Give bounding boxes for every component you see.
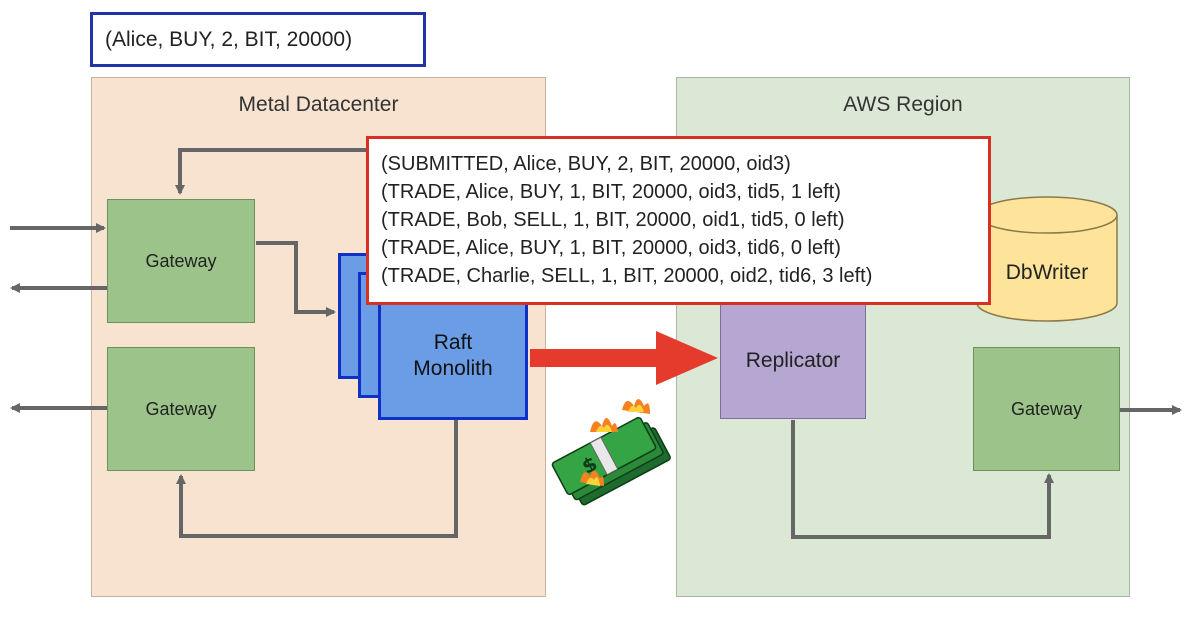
gateway-to-raft-arrow — [256, 241, 336, 317]
gateway-bottom-label: Gateway — [145, 398, 217, 419]
raft-to-gateway-bottom-arrow — [176, 420, 458, 538]
raft-monolith-label-line2: Monolith — [413, 357, 493, 380]
event-log-box: (SUBMITTED, Alice, BUY, 2, BIT, 20000, o… — [366, 136, 991, 305]
replicator-label: Replicator — [745, 349, 841, 372]
dbwriter-label: DbWriter — [1006, 261, 1088, 284]
metal-datacenter-title: Metal Datacenter — [238, 93, 399, 116]
dbwriter-cylinder: DbWriter — [976, 196, 1118, 322]
aws-gateway-label: Gateway — [1010, 398, 1083, 419]
feedback-arrow-top — [175, 148, 420, 195]
aws-region-title: AWS Region — [843, 93, 963, 116]
burning-money-icon: $ — [551, 399, 671, 506]
order-text: (Alice, BUY, 2, BIT, 20000) — [105, 27, 353, 51]
event-line: (TRADE, Alice, BUY, 1, BIT, 20000, oid3,… — [381, 181, 841, 203]
event-line: (TRADE, Bob, SELL, 1, BIT, 20000, oid1, … — [381, 209, 845, 231]
raft-monolith: Raft Monolith — [378, 292, 528, 420]
event-line: (SUBMITTED, Alice, BUY, 2, BIT, 20000, o… — [381, 153, 791, 175]
event-line: (TRADE, Charlie, SELL, 1, BIT, 20000, oi… — [381, 265, 873, 287]
aws-gateway: Gateway — [973, 347, 1120, 471]
raft-monolith-label-line1: Raft — [433, 331, 473, 354]
gateway-top: Gateway — [107, 199, 255, 323]
gateway-top-label: Gateway — [145, 250, 217, 271]
gateway-bottom: Gateway — [107, 347, 255, 471]
replicator-to-gateway-arrow — [791, 420, 1054, 539]
order-input-box: (Alice, BUY, 2, BIT, 20000) — [90, 12, 426, 67]
event-line: (TRADE, Alice, BUY, 1, BIT, 20000, oid3,… — [381, 237, 841, 259]
